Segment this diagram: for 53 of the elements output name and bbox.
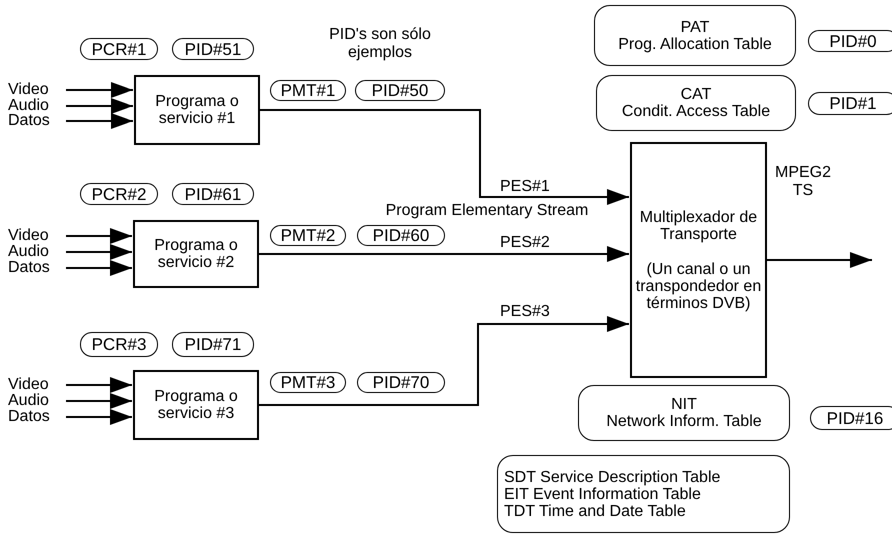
id-tag: PID#16 xyxy=(810,406,892,430)
box-heading: NIT xyxy=(671,396,697,413)
box-heading: PAT xyxy=(680,18,710,36)
id-tag: PID#71 xyxy=(172,332,254,357)
input-label: Video xyxy=(8,228,66,244)
arrow xyxy=(767,252,872,268)
box-heading: CAT xyxy=(680,86,712,103)
input-label: Datos xyxy=(8,260,66,276)
box-text: SDT Service Description Table xyxy=(504,468,720,486)
arrow xyxy=(66,260,132,276)
id-tag: PCR#2 xyxy=(80,183,158,205)
box-text: Prog. Allocation Table xyxy=(618,36,772,52)
box-text: Condit. Access Table xyxy=(622,103,770,120)
arrow xyxy=(259,246,629,262)
id-tag: PID#51 xyxy=(172,38,254,60)
process-box: Programa o servicio #2 xyxy=(133,220,259,288)
arrow xyxy=(66,82,133,98)
input-label: Datos xyxy=(8,409,66,425)
id-tag: PID#50 xyxy=(355,80,445,101)
id-tag: PID#60 xyxy=(357,225,445,246)
note-text: PID's son sólo ejemplos xyxy=(328,26,432,62)
id-tag: PMT#3 xyxy=(270,372,346,393)
box-text: (Un canal o un transpondedor en términos DVB) xyxy=(634,260,762,312)
box-text: EIT Event Information Table xyxy=(504,486,701,502)
id-tag: PID#1 xyxy=(808,92,892,115)
id-tag: PMT#1 xyxy=(270,80,346,101)
arrow xyxy=(66,377,132,393)
id-tag: PID#0 xyxy=(808,30,892,52)
arrow xyxy=(66,98,133,114)
input-label: Audio xyxy=(8,393,66,409)
note-text: Program Elementary Stream xyxy=(384,202,590,220)
arrow xyxy=(66,113,133,129)
box-heading: Multiplexador de Transporte xyxy=(638,208,758,242)
box-text: Network Inform. Table xyxy=(606,413,762,430)
arrow xyxy=(259,316,629,406)
arrow xyxy=(66,393,132,409)
id-tag: PCR#3 xyxy=(80,332,158,357)
id-tag: PMT#2 xyxy=(270,225,346,246)
id-tag: PID#70 xyxy=(357,372,445,393)
arrow xyxy=(66,409,132,425)
id-tag: PID#61 xyxy=(172,183,254,205)
input-label: Datos xyxy=(8,113,66,129)
input-label: Audio xyxy=(8,98,66,114)
arrow xyxy=(66,228,132,244)
box-text: TDT Time and Date Table xyxy=(504,502,686,520)
input-label: Audio xyxy=(8,244,66,260)
input-label: Video xyxy=(8,377,66,393)
arrow xyxy=(66,244,132,260)
arrow xyxy=(260,109,629,205)
input-label: Video xyxy=(8,82,66,98)
process-box: Programa o servicio #3 xyxy=(133,370,259,440)
id-tag: PCR#1 xyxy=(80,38,158,60)
process-box: Programa o servicio #1 xyxy=(134,75,260,145)
